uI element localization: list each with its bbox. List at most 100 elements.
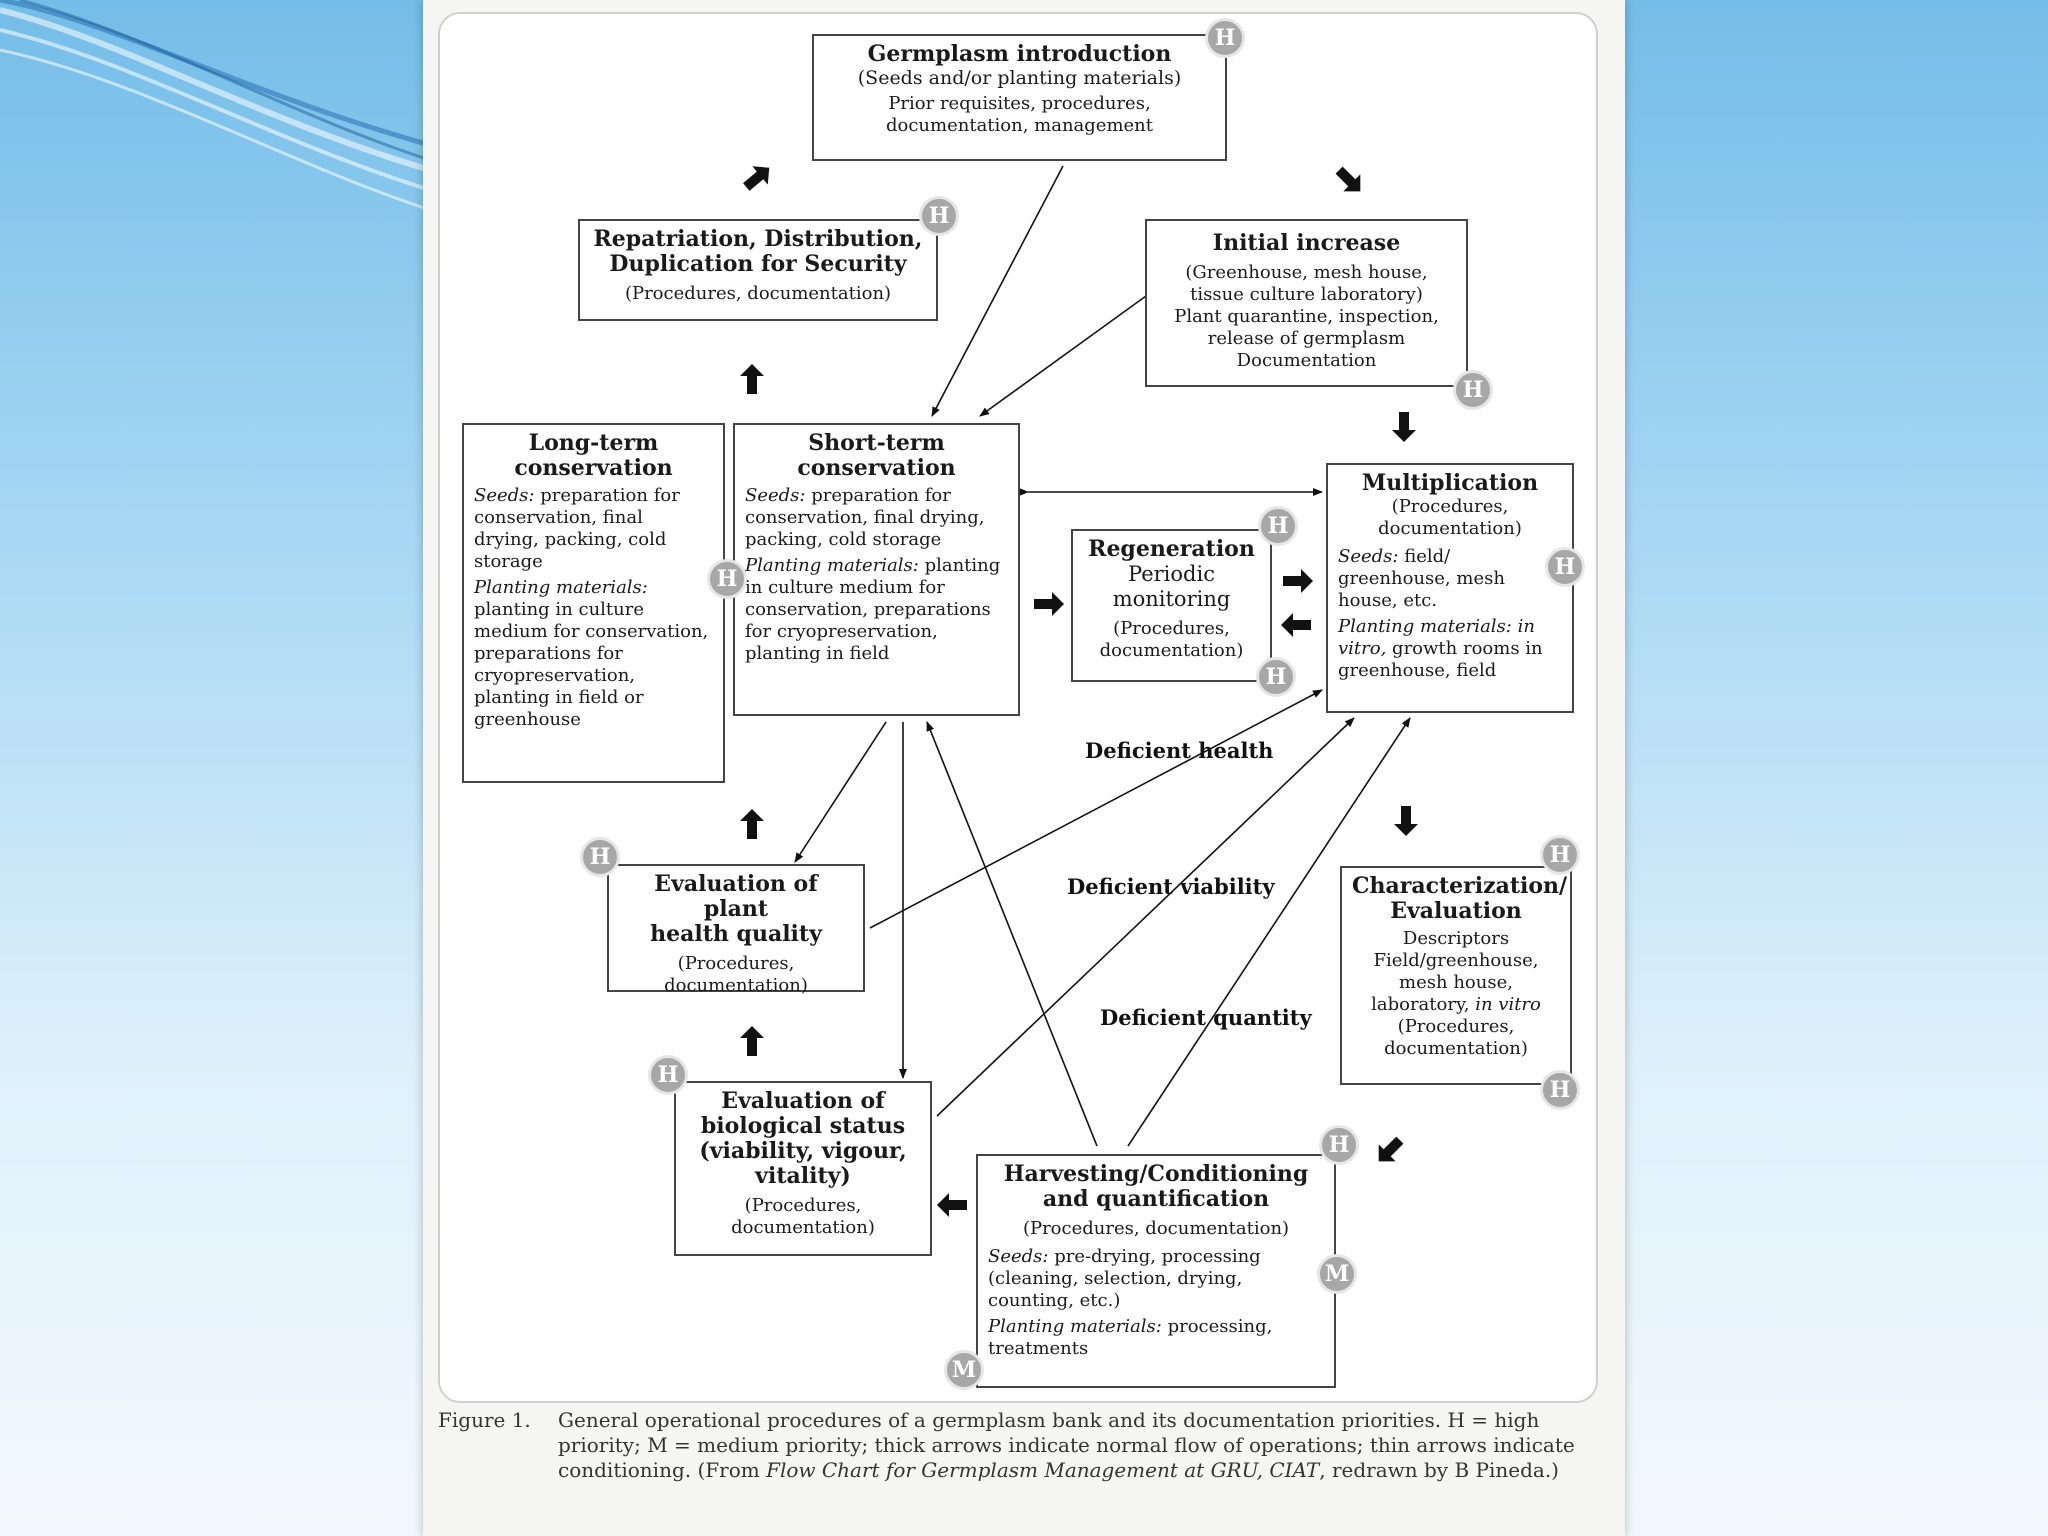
planting-detail: planting in culture medium for conservat… xyxy=(745,555,1001,664)
short-term-conservation-box: Short-term conservation Seeds: preparati… xyxy=(733,423,1020,716)
high-priority-badge: H xyxy=(1256,657,1296,697)
box-subtitle-line2: monitoring xyxy=(1112,587,1231,611)
planting-detail: planting in culture medium for conservat… xyxy=(474,599,709,730)
box-title-line2: Evaluation xyxy=(1390,898,1522,924)
box-title-line1: Characterization/ xyxy=(1352,873,1568,899)
high-priority-badge: H xyxy=(648,1055,688,1095)
seeds-label: Seeds: xyxy=(745,485,806,506)
box-body: Prior requisites, procedures, documentat… xyxy=(885,93,1154,136)
planting-detail: growth rooms in greenhouse, field xyxy=(1338,638,1543,681)
high-priority-badge: H xyxy=(1205,18,1245,58)
high-priority-badge: H xyxy=(1540,835,1580,875)
planting-label: Planting materials: xyxy=(745,555,919,576)
planting-text: Planting materials: processing, treatmen… xyxy=(988,1316,1324,1360)
box-title-line2: Duplication for Security xyxy=(609,251,907,277)
box-title-line1: Evaluation of plant xyxy=(654,871,818,922)
thick-arrow-mult-to-regen xyxy=(1281,613,1311,637)
high-priority-badge: H xyxy=(919,196,959,236)
background-swoosh xyxy=(0,0,430,212)
box-body-laboratory: laboratory, xyxy=(1371,994,1470,1015)
thick-arrow-to-initial xyxy=(1335,166,1361,192)
box-title-line3: (viability, vigour, xyxy=(699,1138,907,1164)
evaluation-plant-health-box: Evaluation of plant health quality (Proc… xyxy=(607,864,865,996)
box-subtitle-line1: Periodic xyxy=(1128,562,1215,586)
seeds-detail: field/ greenhouse, mesh house, etc. xyxy=(1338,546,1505,611)
seeds-label: Seeds: xyxy=(988,1246,1049,1267)
box-body-line4: laboratory, in vitro xyxy=(1352,994,1560,1016)
box-title-line4: vitality) xyxy=(755,1163,851,1189)
box-body: (Procedures, documentation) xyxy=(731,1195,875,1238)
box-title-line1: Repatriation, Distribution, xyxy=(593,226,923,252)
medium-priority-badge: M xyxy=(1317,1254,1357,1294)
thin-arrow-deficient-health xyxy=(869,689,1323,929)
repatriation-box: Repatriation, Distribution, Duplication … xyxy=(578,219,938,321)
thick-arrow-to-multiplication xyxy=(1392,412,1416,442)
planting-in: in xyxy=(1511,616,1535,637)
high-priority-badge: H xyxy=(1540,1070,1580,1110)
high-priority-badge: H xyxy=(707,559,747,599)
box-body-line5: (Procedures, documentation) xyxy=(1384,1016,1528,1059)
seeds-detail: preparation for conservation, final dryi… xyxy=(474,485,680,572)
thin-arrow-deficient-viability xyxy=(936,717,1355,1117)
box-title-line2: conservation xyxy=(797,455,956,481)
seeds-label: Seeds: xyxy=(1338,546,1399,567)
caption-text: General operational procedures of a germ… xyxy=(558,1408,1578,1483)
seeds-detail: pre-drying, processing (cleaning, select… xyxy=(988,1246,1261,1311)
initial-increase-box: Initial increase (Greenhouse, mesh house… xyxy=(1145,219,1468,387)
deficient-viability-label: Deficient viability xyxy=(1067,874,1275,899)
evaluation-biological-status-box: Evaluation of biological status (viabili… xyxy=(674,1081,932,1256)
caption-part1: General operational procedures of a germ… xyxy=(558,1408,1575,1482)
planting-text: Planting materials: in vitro, growth roo… xyxy=(1338,616,1562,682)
deficient-health-label: Deficient health xyxy=(1085,738,1274,763)
planting-detail: processing, treatments xyxy=(988,1316,1273,1359)
box-title: Germplasm introduction xyxy=(867,41,1172,67)
planting-label: Planting materials: xyxy=(1338,616,1512,637)
caption-source: Flow Chart for Germplasm Management at G… xyxy=(766,1458,1320,1482)
box-body-line4: release of germplasm xyxy=(1207,328,1406,349)
box-title: Initial increase xyxy=(1212,230,1401,256)
long-term-conservation-box: Long-term conservation Seeds: preparatio… xyxy=(462,423,725,783)
seeds-label: Seeds: xyxy=(474,485,535,506)
planting-label: Planting materials: xyxy=(988,1316,1162,1337)
thin-arrow-harvest-to-shortterm xyxy=(926,721,1098,1147)
box-title-line2: health quality xyxy=(650,921,822,947)
high-priority-badge: H xyxy=(1258,506,1298,546)
box-body-invitro: in vitro xyxy=(1475,994,1541,1015)
thin-arrow-shortterm-to-evalhealth xyxy=(794,721,887,863)
harvesting-conditioning-box: Harvesting/Conditioning and quantificati… xyxy=(976,1154,1336,1388)
seeds-text: Seeds: preparation for conservation, fin… xyxy=(474,485,713,573)
medium-priority-badge: M xyxy=(944,1350,984,1390)
thick-arrow-to-repatriation xyxy=(740,364,764,394)
box-body-line2: tissue culture laboratory) xyxy=(1190,284,1423,305)
box-title-line1: Evaluation of xyxy=(721,1088,885,1114)
box-body-line1: (Greenhouse, mesh house, xyxy=(1185,262,1428,283)
planting-vitro: vitro, xyxy=(1338,638,1387,659)
thick-arrow-to-harvesting xyxy=(1378,1136,1404,1162)
seeds-text: Seeds: field/ greenhouse, mesh house, et… xyxy=(1338,546,1562,612)
box-body-line5: Documentation xyxy=(1236,350,1377,371)
high-priority-badge: H xyxy=(1453,370,1493,410)
box-body-line3: Plant quarantine, inspection, xyxy=(1174,306,1439,327)
thick-arrow-to-characterization xyxy=(1394,806,1418,836)
regeneration-box: Regeneration Periodic monitoring (Proced… xyxy=(1071,529,1272,682)
box-body-line2: Field/greenhouse, xyxy=(1373,950,1539,971)
seeds-text: Seeds: preparation for conservation, fin… xyxy=(745,485,1008,551)
thick-arrow-to-germplasm xyxy=(743,166,770,191)
deficient-quantity-label: Deficient quantity xyxy=(1100,1005,1312,1030)
box-title: Multiplication xyxy=(1361,470,1539,496)
box-title: Regeneration xyxy=(1088,536,1255,562)
box-body-line1: Descriptors xyxy=(1402,928,1510,949)
box-title-line2: and quantification xyxy=(1042,1186,1270,1212)
thick-arrow-regen-to-mult xyxy=(1283,569,1313,593)
planting-text: Planting materials: planting in culture … xyxy=(474,577,713,731)
thick-arrow-to-regeneration xyxy=(1034,592,1064,616)
box-subtitle: (Seeds and/or planting materials) xyxy=(857,67,1182,89)
high-priority-badge: H xyxy=(1319,1125,1359,1165)
thick-arrow-to-longterm xyxy=(740,809,764,839)
box-body: (Procedures, documentation) xyxy=(1022,1218,1290,1239)
multiplication-box: Multiplication (Procedures, documentatio… xyxy=(1326,463,1574,713)
box-title-line1: Long-term xyxy=(528,430,659,456)
characterization-evaluation-box: Characterization/ Evaluation Descriptors… xyxy=(1340,866,1572,1085)
high-priority-badge: H xyxy=(580,837,620,877)
